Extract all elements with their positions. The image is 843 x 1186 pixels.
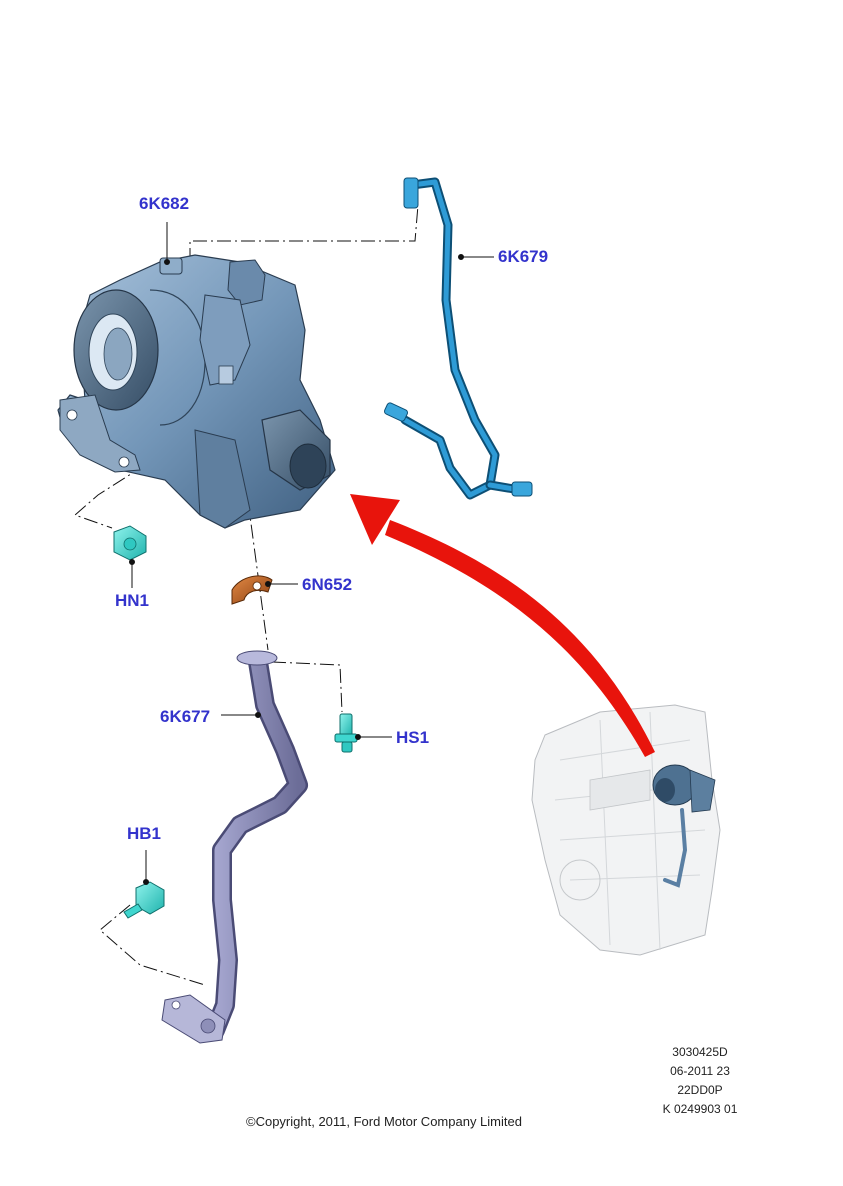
bolt-part [123,881,165,919]
callout-6k679: 6K679 [498,247,549,266]
reference-block: 3030425D 06-2011 23 22DD0P K 0249903 01 [640,1043,760,1119]
location-arrow [350,494,655,757]
callout-6k677: 6K677 [160,707,211,726]
stud-part [334,713,358,753]
gasket-part [231,575,273,605]
engine-code: 22DD0P [677,1083,723,1097]
turbocharger-part [57,254,336,529]
catalog-reference: K 0249903 01 [662,1102,738,1116]
oil-feed-pipe-part [383,177,533,500]
nut-part [113,525,147,561]
callout-6k682: 6K682 [139,194,190,213]
callout-hn1: HN1 [115,591,150,610]
copyright-notice: ©Copyright, 2011, Ford Motor Company Lim… [246,1114,522,1129]
oil-return-pipe-part [161,650,308,1044]
callout-6n652: 6N652 [302,575,353,594]
callout-leaders [129,222,494,885]
assembly-leader-lines [74,204,419,986]
illustration-number: 3030425D [672,1045,728,1059]
engine-location-thumbnail [531,704,721,956]
callout-hb1: HB1 [127,824,162,843]
callout-hs1: HS1 [396,728,430,747]
date-code: 06-2011 23 [670,1064,730,1078]
